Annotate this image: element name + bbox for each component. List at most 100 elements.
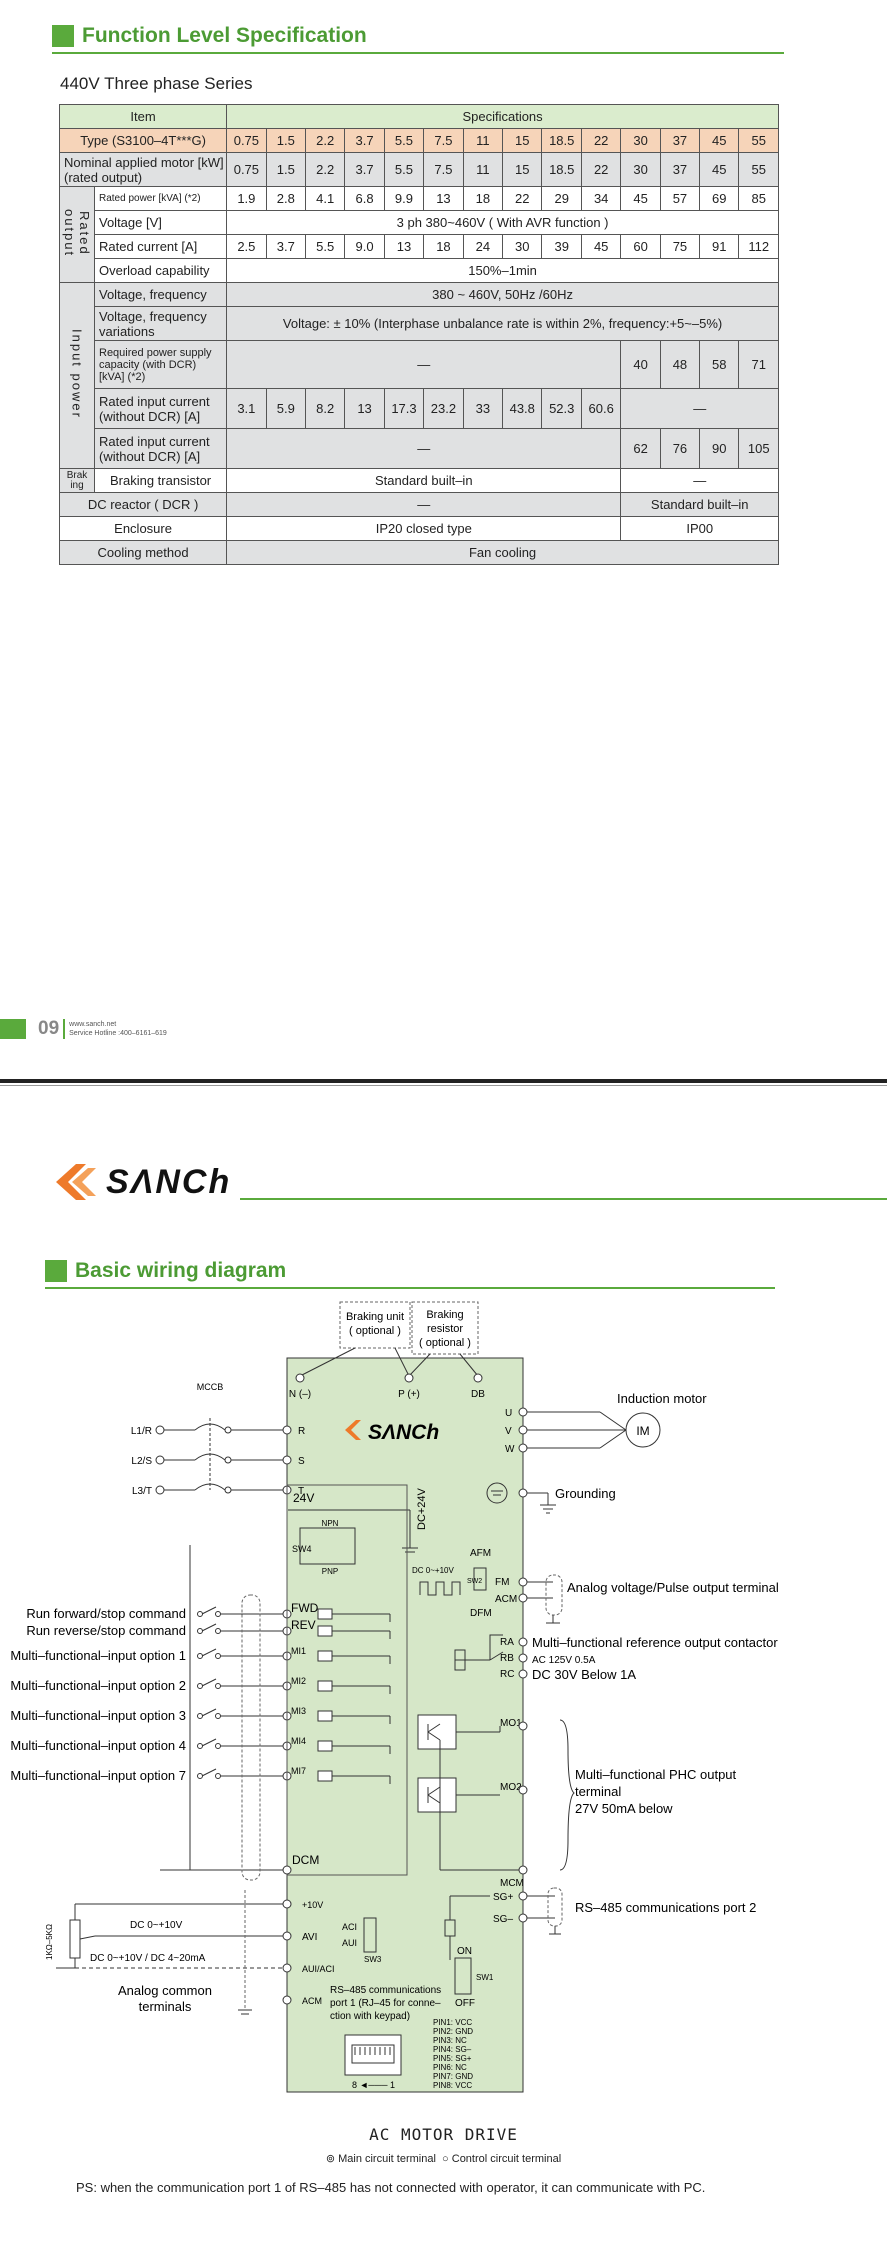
legend-main: Main circuit terminal <box>338 2153 436 2165</box>
pin-label: PIN4: SG– <box>433 2045 472 2054</box>
ric-without-value: 3.1 <box>226 388 267 429</box>
label-n: N (–) <box>289 1389 311 1400</box>
vfv-label: Voltage, frequency variations <box>93 306 228 341</box>
page-footer: 09 www.sanch.net Service Hotline :400–61… <box>0 1018 167 1040</box>
footer-bar <box>0 1019 26 1039</box>
optocoupler-icon <box>317 1680 333 1692</box>
wiring-section-underline <box>45 1287 775 1289</box>
label-plus10: +10V <box>302 1900 323 1910</box>
wiring-diagram: Braking unit ( optional ) Braking resist… <box>0 1290 887 2125</box>
ric-without-value: 13 <box>344 388 385 429</box>
pin-label: PIN1: VCC <box>433 2018 472 2027</box>
phc-brace <box>559 1719 575 1871</box>
braking-resistor-label-1: Braking <box>426 1309 463 1321</box>
motor-symbol <box>625 1412 661 1448</box>
rpsc-dash: — <box>226 340 622 389</box>
braking-dash: — <box>620 468 779 493</box>
overload-label: Overload capability <box>93 258 228 283</box>
label-avi: AVI <box>302 1932 317 1943</box>
sw3-label: SW3 <box>364 1955 382 1964</box>
rated-current-value: 3.7 <box>265 234 306 259</box>
braking-row: Brak ing Braking transistor Standard bui… <box>59 468 779 493</box>
ric-without-value: 23.2 <box>423 388 464 429</box>
wiring-section-title: Basic wiring diagram <box>75 1259 287 1282</box>
rated-power-value: 29 <box>541 186 582 211</box>
ric-with-value: 76 <box>659 428 701 469</box>
phc-label-1: Multi–functional PHC output <box>575 1767 737 1782</box>
ric-with-value: 90 <box>699 428 740 469</box>
type-value: 45 <box>699 128 740 153</box>
relay-label-3: DC 30V Below 1A <box>532 1667 636 1682</box>
braking-resistor-label-2: resistor <box>427 1323 463 1335</box>
ric-without-value: 5.9 <box>265 388 306 429</box>
pin-label: PIN7: GND <box>433 2072 473 2081</box>
label-24v: 24V <box>293 1491 314 1505</box>
input-label: L3/T <box>132 1486 152 1497</box>
ground-terminal-icon <box>486 1482 508 1504</box>
braking-unit-label-2: ( optional ) <box>349 1325 401 1337</box>
pot-label: 1KΩ–5KΩ <box>45 1924 54 1960</box>
rated-power-value: 57 <box>659 186 701 211</box>
inner-logo-icon <box>345 1420 361 1440</box>
label-p: P (+) <box>398 1389 420 1400</box>
rated-power-value: 6.8 <box>344 186 385 211</box>
ric-without-value: 43.8 <box>502 388 543 429</box>
sw2-switch <box>473 1567 487 1591</box>
ric-without-value: 60.6 <box>580 388 622 429</box>
braking-unit-box <box>339 1301 411 1349</box>
optocoupler-icon <box>317 1740 333 1752</box>
sanch-logo-icon <box>56 1164 96 1200</box>
control-terminal-icon: ○ <box>442 2153 449 2165</box>
optocoupler-icon <box>317 1650 333 1662</box>
phc-label-3: 27V 50mA below <box>575 1801 673 1816</box>
brand-logo: SΛNCh <box>52 1160 231 1204</box>
pin-label: PIN3: NC <box>433 2036 467 2045</box>
photocoupler-2-icon <box>417 1777 457 1813</box>
br-wire-p <box>408 1353 431 1377</box>
rated-power-value: 85 <box>738 186 779 211</box>
type-label: Type (S3100–4T***G) <box>58 128 228 153</box>
sw4-label: SW4 <box>292 1544 312 1554</box>
label-mo2: MO2 <box>500 1782 522 1793</box>
motor-row: Nominal applied motor [kW](rated output)… <box>58 152 779 187</box>
footer-info: www.sanch.net Service Hotline :400–6161–… <box>69 1020 167 1038</box>
ric-without-value: 52.3 <box>541 388 582 429</box>
label-on: ON <box>457 1946 472 1957</box>
rated-output-group: Rated output <box>59 186 95 283</box>
rpsc-value: 71 <box>738 340 779 389</box>
motor-value: 11 <box>462 152 504 187</box>
motor-value: 1.5 <box>265 152 306 187</box>
sw3-switch <box>363 1917 377 1953</box>
type-value: 2.2 <box>304 128 346 153</box>
motor-value: 37 <box>659 152 701 187</box>
npn-label: NPN <box>322 1519 339 1528</box>
inner-logo-text: SΛNCh <box>368 1421 439 1444</box>
dcr-row: DC reactor ( DCR ) — Standard built–in <box>58 492 779 517</box>
rated-power-value: 69 <box>699 186 740 211</box>
spec-header: Specifications <box>226 104 779 129</box>
braking-resistor-box <box>411 1301 479 1355</box>
command-label: Multi–functional–input option 7 <box>10 1768 186 1783</box>
rs485-label: RS–485 communications port 2 <box>575 1900 756 1915</box>
voltage-label: Voltage [V] <box>93 210 228 235</box>
optocoupler-icon <box>317 1625 333 1637</box>
label-dcm: DCM <box>292 1853 319 1867</box>
bu-wire-n <box>299 1347 356 1377</box>
grounding-label: Grounding <box>555 1486 616 1501</box>
rated-current-value: 112 <box>738 234 779 259</box>
ric-with-row: Rated input current (without DCR) [A] — … <box>59 428 779 469</box>
command-terminal-label: MI4 <box>291 1736 306 1746</box>
command-terminal-label: MI7 <box>291 1766 306 1776</box>
ps-note: PS: when the communication port 1 of RS–… <box>76 2180 706 2195</box>
input-terminal-label: R <box>298 1426 305 1437</box>
input-terminal-label: T <box>298 1486 304 1497</box>
rated-current-value: 60 <box>620 234 661 259</box>
mccb-label: MCCB <box>197 1382 224 1392</box>
rated-power-value: 4.1 <box>304 186 346 211</box>
spec-table: Item Specifications Type (S3100–4T***G) … <box>58 104 779 565</box>
rated-power-value: 18 <box>462 186 504 211</box>
output-terminal-label: V <box>505 1426 512 1437</box>
type-value: 0.75 <box>226 128 267 153</box>
